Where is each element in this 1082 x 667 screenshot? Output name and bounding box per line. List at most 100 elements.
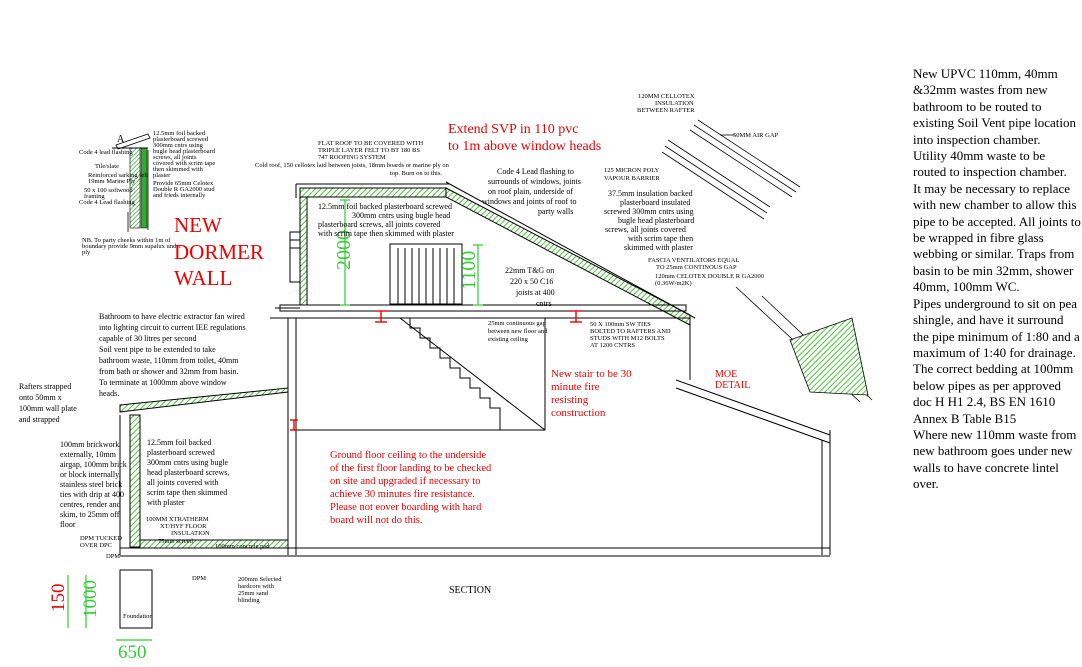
drainage-notes: New UPVC 110mm, 40mm &32mm wastes from n… bbox=[913, 66, 1081, 493]
gap-note: 25mm continuous gap between new floor an… bbox=[488, 320, 548, 343]
hardcore-line: 200mm Selected bbox=[238, 576, 282, 583]
ext-pb-line: 300mm cntrs using bugle bbox=[147, 458, 229, 467]
detail-a-spec-line: plasterboard screwed bbox=[153, 136, 209, 143]
dormer-plasterboard-note: 12.5mm foil backed plasterboard screwed … bbox=[318, 202, 454, 238]
celotex-double-line: (0.36W/m2K) bbox=[655, 280, 692, 287]
xtratherm-line: 100MM XTRATHERM bbox=[146, 516, 209, 523]
dormer-pb-line: with scrim tape then skimmed with plaste… bbox=[318, 229, 454, 238]
brickwork-line: airgap, 100mm brick bbox=[60, 460, 127, 469]
detail-a-note: boundary provide 9mm supalux under bbox=[82, 243, 182, 250]
bathroom-line: To terminate at 1000mm above window bbox=[99, 378, 227, 387]
ties-line: AT 1200 CNTRS bbox=[590, 342, 635, 349]
dim-1000: 1000 bbox=[80, 580, 101, 618]
moe-line: DETAIL bbox=[715, 380, 750, 391]
gap-line: 25mm continuous gap bbox=[488, 320, 546, 327]
brickwork-note: 100mm brickwork externally, 10mm airgap,… bbox=[60, 440, 127, 529]
detail-a-spec-line: 300mm cntrs using bbox=[153, 142, 204, 149]
celotex-line: BETWEEN RAFTER bbox=[637, 107, 695, 114]
drainage-note: It may be necessary to replace with new … bbox=[913, 180, 1081, 295]
house-outline bbox=[119, 181, 831, 629]
dormer-pb-line: 300mm cntrs using bugle head bbox=[352, 211, 450, 220]
brickwork-line: floor bbox=[60, 520, 76, 529]
detail-a-note: NB. To party cheeks within 1m of bbox=[82, 237, 171, 244]
moe-line: MOE bbox=[715, 369, 737, 380]
ties-note: 50 X 100mm SW TIES BOLTED TO RAFTERS AND… bbox=[590, 321, 671, 349]
xtratherm-line: INSULATION bbox=[171, 530, 210, 537]
detail-a-spec-line: 12.5mm foil backed bbox=[153, 130, 206, 137]
detail-a-label: Code 4 Lead flashing bbox=[79, 199, 136, 206]
detail-a-spec-line: Double R GA2000 stud bbox=[153, 186, 215, 193]
fascia-line: TO 25mm CONTINOUS GAP bbox=[656, 264, 737, 271]
extend-svp-note: Extend SVP in 110 pvc to 1m above window… bbox=[448, 122, 601, 154]
lead-flashing-line: windows and joints of roof to bbox=[482, 197, 576, 206]
detail-a-spec-line: Provide 65mm Celotex bbox=[153, 180, 214, 187]
detail-a: A Code 4 lead flashing Tile/slate Reinfo… bbox=[79, 130, 216, 256]
dormer-wall-line: DORMER bbox=[174, 240, 264, 264]
drainage-note: Utility 40mm waste to be routed to inspe… bbox=[913, 148, 1067, 180]
ext-pb-line: 12.5mm foil backed bbox=[147, 438, 211, 447]
joists-note: 22mm T&G on 220 x 50 C16 joists at 400 c… bbox=[505, 266, 555, 308]
bathroom-line: Soil vent pipe to be extended to take bbox=[99, 345, 216, 354]
ext-pb-line: plasterboard screwed bbox=[147, 448, 215, 457]
floor-build-up-notes: 100MM XTRATHERM XT/HYF FLOOR INSULATION … bbox=[80, 516, 282, 620]
insul37-line: skimmed with plaster bbox=[624, 243, 693, 252]
stair-line: New stair to be 30 bbox=[551, 368, 632, 380]
gap-line: between new floor and bbox=[488, 328, 548, 335]
flat-roof-line: TRIPLE LAYER FELT TO BT 180 BS bbox=[318, 147, 420, 154]
new-dormer-wall-label: NEW DORMER WALL bbox=[174, 213, 264, 290]
detail-a-spec-line: covered with scrim tape bbox=[153, 160, 215, 167]
stair-line: resisting bbox=[551, 394, 589, 406]
dimension-labels: 2000 1100 150 1000 650 bbox=[48, 230, 480, 663]
celotex-line: 120MM CELLOTEX bbox=[638, 93, 695, 100]
rafters-line: and strapped bbox=[19, 415, 60, 424]
brickwork-line: ties with drip at 400 bbox=[60, 490, 124, 499]
brickwork-line: or block internally. bbox=[60, 470, 121, 479]
insul37-line: 37.5mm insulation backed bbox=[608, 189, 693, 198]
lead-flashing-line: surrounds of windows, joints bbox=[488, 177, 581, 186]
ext-pb-line: all joints covered with bbox=[147, 478, 218, 487]
extend-svp-line: Extend SVP in 110 pvc bbox=[448, 122, 578, 137]
joists-line: cntrs bbox=[536, 299, 552, 308]
cold-roof-line: Cold roof, 150 cellotex laid between joi… bbox=[255, 162, 450, 169]
brickwork-line: skim, to 25mm off bbox=[60, 510, 120, 519]
dim-2000: 2000 bbox=[333, 230, 355, 270]
celotex-double-line: 120mm CELOTEX DOUBLE R GA2000 bbox=[655, 273, 764, 280]
ties-line: 50 X 100mm SW TIES bbox=[590, 321, 651, 328]
fascia-line: FASCIA VENTILATORS EQUAL bbox=[648, 257, 739, 264]
flat-roof-note: FLAT ROOF TO BE COVERED WITH TRIPLE LAYE… bbox=[255, 140, 450, 177]
detail-a-spec-line: then skimmed with bbox=[153, 166, 204, 173]
detail-a-label: Tile/slate bbox=[95, 163, 119, 170]
bathroom-line: from bath or shower and 32mm from basin. bbox=[99, 367, 239, 376]
bathroom-line: heads. bbox=[99, 389, 119, 398]
detail-a-label: 50 x 100 softwood bbox=[84, 187, 133, 194]
dormer-pb-line: plasterboard screws, all joints covered bbox=[318, 220, 440, 229]
vapour-line: VAPOUR BARRIER bbox=[604, 175, 660, 182]
ground-floor-line: achieve 30 minutes fire resistance. bbox=[330, 489, 475, 500]
vapour-line: 125 MICRON POLY bbox=[604, 167, 660, 174]
detail-a-letter: A bbox=[117, 134, 125, 145]
air-gap-label: 50MM AIR GAP bbox=[733, 132, 779, 139]
ground-floor-line: Please not eover boarding with hard bbox=[330, 502, 482, 513]
dpm-tucked-line: DPM TUCKED bbox=[80, 535, 122, 542]
brickwork-line: centres, render and bbox=[60, 500, 121, 509]
hardcore-line: blinding bbox=[238, 597, 260, 604]
dormer-wall-line: NEW bbox=[174, 213, 222, 237]
lead-flashing-line: Code 4 Lead flashing to bbox=[497, 167, 574, 176]
detail-a-spec-line: and frieds internally bbox=[153, 192, 206, 199]
ground-floor-note: Ground floor ceiling to the underside of… bbox=[330, 450, 492, 526]
insul37-line: plasterboard insulated bbox=[620, 198, 690, 207]
roof-insulation-detail: 120MM CELLOTEX INSULATION BETWEEN RAFTER… bbox=[604, 93, 873, 403]
brickwork-line: externally, 10mm bbox=[60, 450, 117, 459]
ground-floor-line: on site and upgraded if necessary to bbox=[330, 476, 480, 487]
ext-pb-line: head plasterboard screws, bbox=[147, 468, 229, 477]
ties-line: BOLTED TO RAFTERS AND bbox=[590, 328, 671, 335]
detail-a-label: Reinforced sarking felt bbox=[88, 172, 148, 179]
detail-a-note: ply bbox=[82, 249, 91, 256]
insul37-line: with scrim tape then bbox=[628, 234, 693, 243]
stair-line: construction bbox=[551, 407, 606, 419]
brickwork-line: 100mm brickwork bbox=[60, 440, 119, 449]
detail-a-spec-line: bugle head plasterboard bbox=[153, 148, 216, 155]
detail-a-label: 19mm Marine Ply bbox=[88, 178, 136, 185]
ext-pb-line: scrim tape then skimmed bbox=[147, 488, 227, 497]
